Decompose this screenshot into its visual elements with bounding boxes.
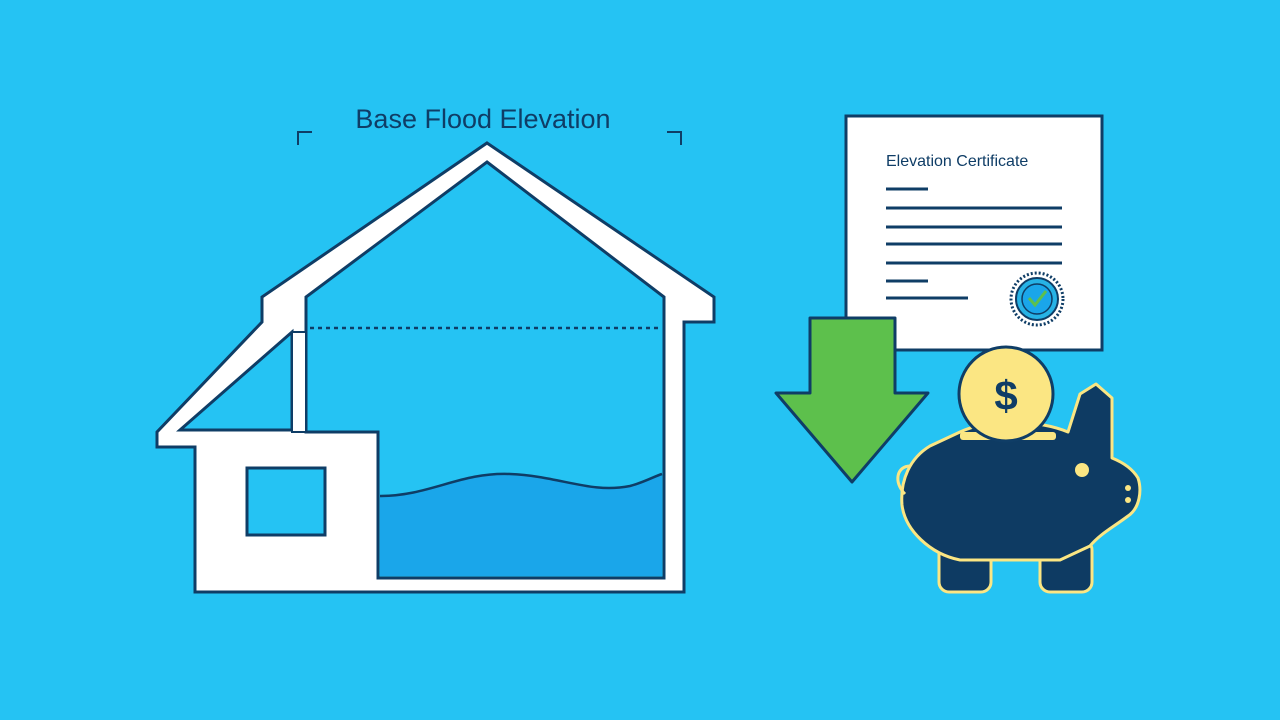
base-flood-elevation-label: Base Flood Elevation: [355, 104, 610, 134]
piggy-eye: [1075, 463, 1089, 477]
down-arrow-icon: [774, 316, 930, 484]
house-interior: [304, 160, 666, 580]
water-surface-line: [379, 472, 663, 498]
house-icon: Base Flood Elevation: [155, 104, 716, 594]
flood-water-icon: [380, 473, 662, 576]
elevation-bracket: [297, 131, 682, 145]
house-post: [291, 331, 307, 433]
coin-symbol: $: [994, 372, 1017, 419]
seal-icon: [1009, 271, 1065, 327]
certificate-title: Elevation Certificate: [886, 153, 1028, 170]
piggy-tail: [896, 464, 911, 496]
certificate-text-lines: [886, 187, 1062, 300]
house-window: [245, 466, 327, 537]
annex-attic: [176, 328, 294, 432]
piggy-body: [900, 382, 1142, 562]
certificate-paper: [844, 114, 1104, 352]
coin-icon: $: [957, 345, 1055, 443]
piggy-bank-icon: $: [896, 345, 1142, 594]
certificate-icon: Elevation Certificate: [844, 114, 1104, 352]
